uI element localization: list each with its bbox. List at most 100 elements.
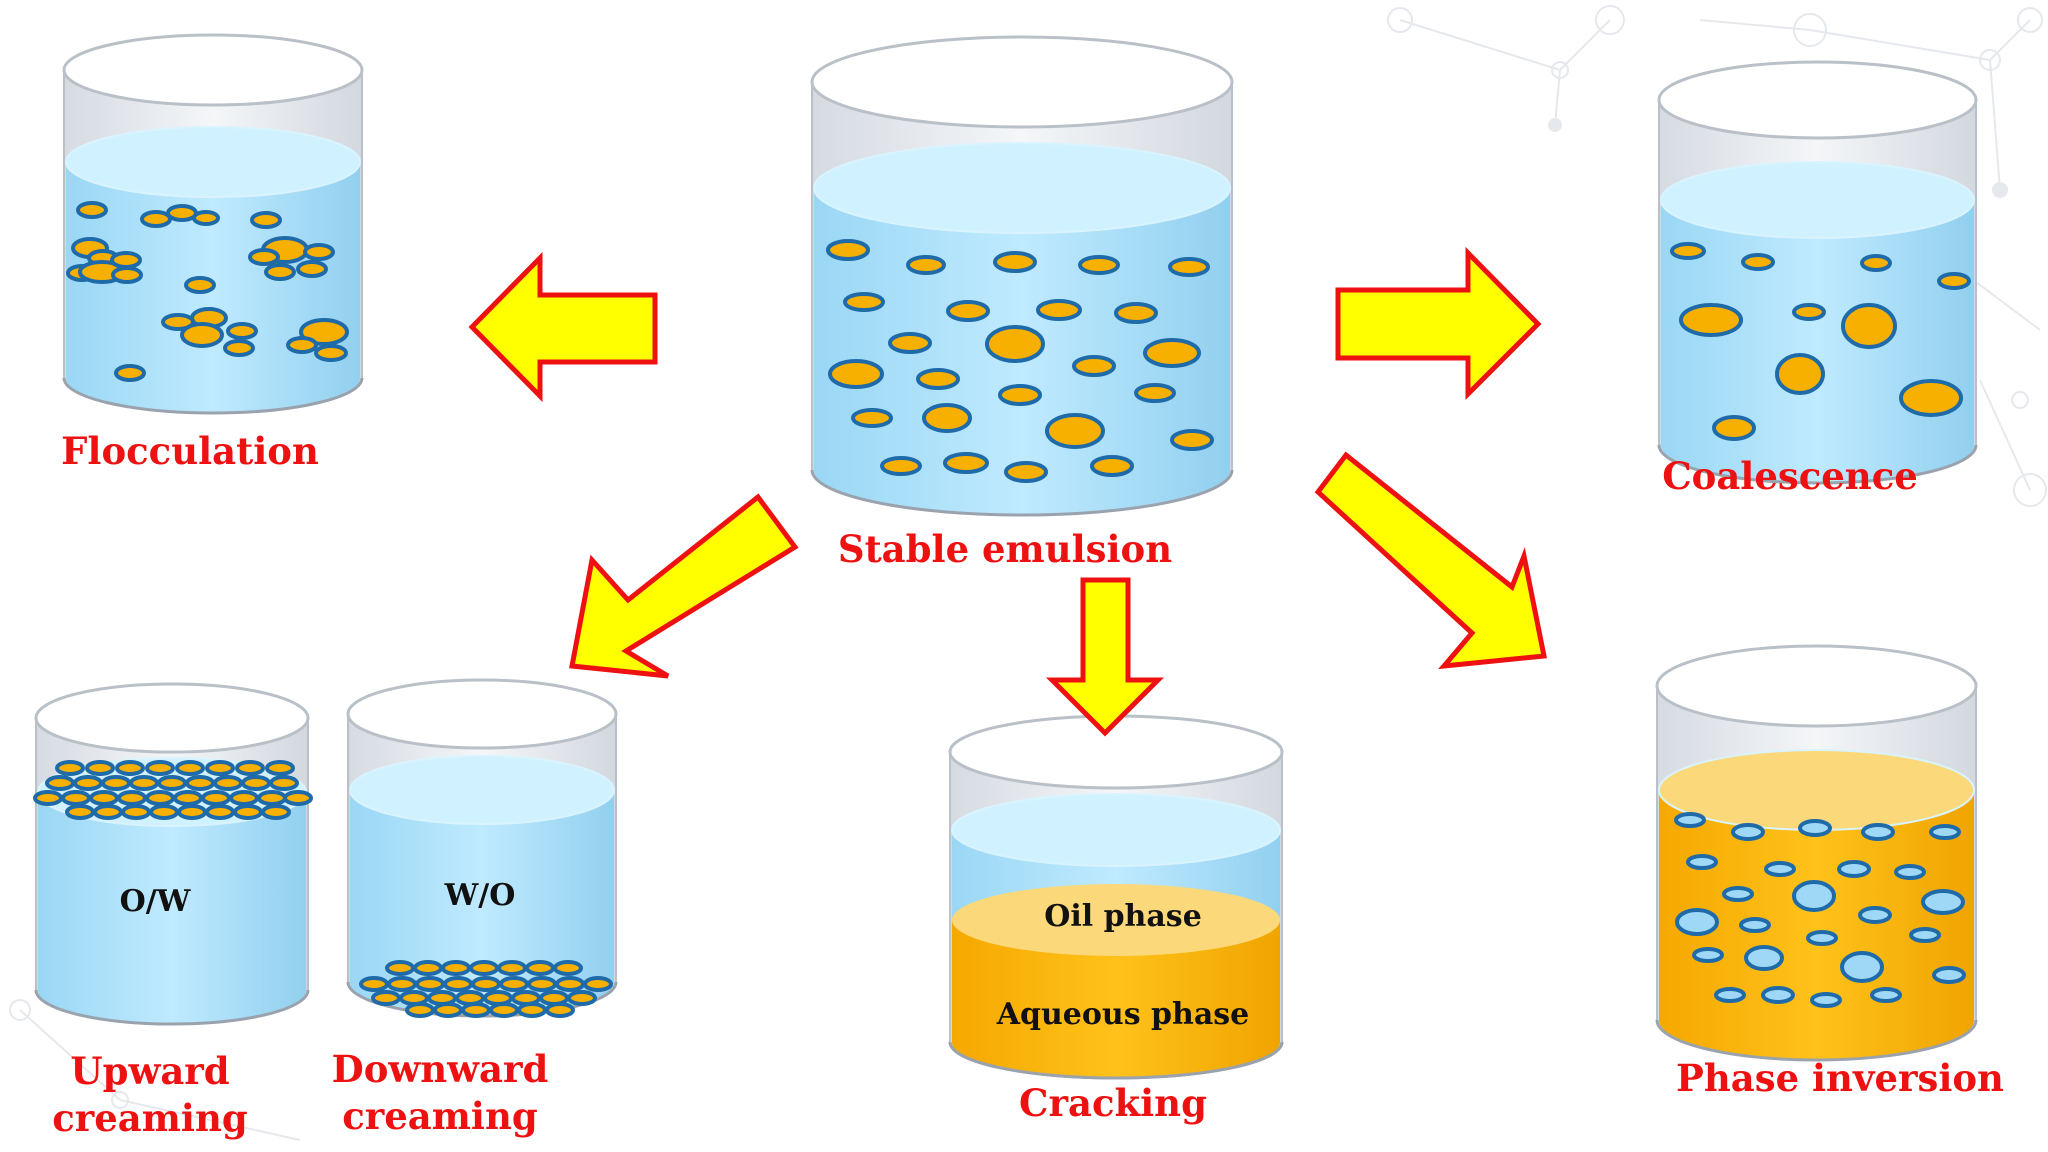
phase-inversion-droplet [1675, 908, 1719, 936]
stable-droplet [888, 332, 932, 354]
upward-creaming-droplet [175, 760, 205, 776]
upward-creaming-droplet [241, 775, 271, 791]
phase-inversion-droplet [1761, 986, 1795, 1004]
upward-creaming-droplet [33, 790, 63, 806]
beaker-stable-emulsion-liquid-surface [813, 142, 1231, 234]
beaker-phase-inversion-base [1655, 1019, 1978, 1062]
phase-inversion-droplet [1722, 886, 1754, 902]
upward-creaming-droplet [55, 760, 85, 776]
beaker-downward-creaming-liquid [350, 790, 614, 1016]
beaker-flocculation [62, 33, 364, 415]
phase-inversion-droplet [1929, 824, 1961, 840]
coalescence-droplet [1860, 254, 1892, 272]
stable-droplet [828, 359, 884, 389]
flocculation-droplet [264, 263, 296, 281]
label-oil-phase: Oil phase [1044, 899, 1202, 934]
cracking-oil-interface [952, 884, 1280, 956]
beaker-upward-creaming-liquid [38, 792, 306, 1024]
beaker-flocculation-liquid-surface [65, 126, 361, 198]
stable-droplet [1143, 338, 1201, 368]
beaker-coalescence-liquid-surface [1660, 161, 1975, 239]
phase-inversion-droplet [1731, 823, 1765, 841]
flocculation-droplet [226, 322, 258, 340]
downward-creaming-droplet [527, 976, 557, 992]
upward-creaming-droplet [93, 804, 123, 820]
beaker-upward-creaming-rim [34, 682, 310, 754]
stable-droplet [916, 368, 960, 390]
upward-creaming-droplet [157, 775, 187, 791]
stable-droplet [1170, 429, 1214, 451]
stable-droplet [993, 251, 1037, 273]
upward-creaming-droplet [229, 790, 259, 806]
upward-creaming-droplet [117, 790, 147, 806]
stable-droplet [943, 452, 989, 474]
stable-droplet [1090, 455, 1134, 477]
downward-creaming-droplet [461, 1002, 491, 1018]
stable-droplet [1072, 355, 1116, 377]
flocculation-droplet [223, 339, 255, 357]
stable-droplet [843, 292, 885, 312]
arrow-down-right-icon [1314, 451, 1547, 670]
phase-inversion-droplet [1909, 927, 1941, 943]
stable-droplet [985, 325, 1045, 363]
label-flocculation: Flocculation [61, 429, 319, 473]
phase-inversion-droplet [1870, 987, 1902, 1003]
downward-creaming-droplet [387, 976, 417, 992]
flocculation-droplet [303, 243, 335, 261]
phase-inversion-droplet [1837, 860, 1871, 878]
phase-inversion-droplet [1739, 917, 1771, 933]
beaker-upward-creaming-base [34, 989, 310, 1026]
upward-creaming-droplet [73, 775, 103, 791]
phase-inversion-droplet [1686, 854, 1718, 870]
flocculation-droplet [76, 201, 108, 219]
stable-droplet [998, 384, 1042, 406]
coalescence-droplet [1670, 242, 1706, 260]
flocculation-droplet [286, 336, 318, 354]
downward-creaming-droplet [413, 960, 443, 976]
phase-inversion-droplet [1792, 880, 1836, 912]
beaker-coalescence [1657, 60, 1978, 485]
upward-creaming-droplet [265, 760, 295, 776]
arrow-down-left-icon [569, 493, 799, 679]
stable-droplet [906, 255, 946, 275]
downward-creaming-droplet [583, 976, 613, 992]
cracking-base [948, 1041, 1284, 1080]
stable-droplet [1036, 299, 1082, 321]
downward-creaming-droplet [525, 960, 555, 976]
beaker-phase-inversion-liquid-surface [1658, 749, 1975, 831]
coalescence-droplet [1741, 253, 1775, 271]
phase-inversion-droplet [1692, 947, 1724, 963]
downward-creaming-droplet [359, 976, 389, 992]
upward-creaming-droplet [283, 790, 313, 806]
beaker-downward-creaming-rim [346, 678, 618, 750]
flocculation-droplet [250, 211, 282, 229]
upward-creaming-droplet [61, 790, 91, 806]
phase-inversion-droplet [1764, 861, 1796, 877]
coalescence-droplet [1841, 303, 1897, 349]
upward-creaming-droplet [89, 790, 119, 806]
downward-creaming-droplet [553, 960, 583, 976]
cracking-aqueous-layer [952, 920, 1280, 1078]
arrow-down-icon [1045, 577, 1165, 737]
beaker-coalescence-rim [1657, 60, 1978, 140]
phase-inversion-droplet [1810, 992, 1842, 1008]
downward-creaming-droplet [555, 976, 585, 992]
downward-creaming-droplet [415, 976, 445, 992]
beaker-downward-creaming-liquid-surface [349, 755, 615, 825]
beaker-phase-inversion-rim [1655, 644, 1978, 728]
stable-droplet [1134, 383, 1176, 403]
flocculation-droplet [166, 204, 198, 222]
label-stable-emulsion: Stable emulsion [837, 527, 1173, 571]
upward-creaming-droplet [185, 775, 215, 791]
phase-inversion-droplet [1744, 945, 1784, 971]
downward-creaming-droplet [517, 1002, 547, 1018]
upward-creaming-droplet [115, 760, 145, 776]
upward-creaming-droplet [269, 775, 299, 791]
downward-creaming-droplet [489, 1002, 519, 1018]
background-network-decoration [9, 5, 2047, 1141]
upward-creaming-droplet [173, 790, 203, 806]
downward-creaming-droplet [371, 990, 401, 1006]
phase-inversion-droplet [1798, 819, 1832, 837]
